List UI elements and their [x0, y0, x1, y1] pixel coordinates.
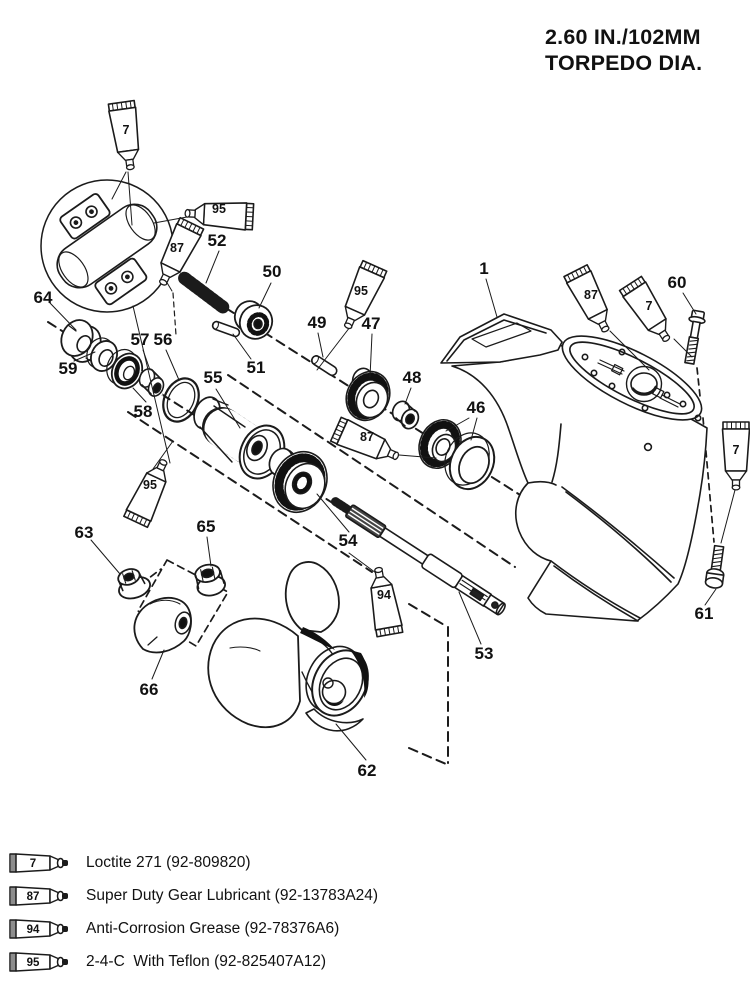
- nut-65: [194, 563, 226, 597]
- ball-bearing-58: [106, 348, 144, 390]
- tube-number-87: 87: [170, 241, 184, 255]
- part-label-51: 51: [247, 358, 266, 377]
- shift-spring-52: [178, 271, 232, 315]
- diagram-title-line1: 2.60 IN./102MM: [545, 25, 701, 49]
- legend-tube-number: 7: [30, 858, 36, 870]
- part-label-54: 54: [339, 531, 358, 550]
- part-label-55: 55: [204, 368, 223, 387]
- tube-number-95: 95: [212, 202, 226, 216]
- tube-number-87: 87: [360, 430, 374, 444]
- part-label-56: 56: [154, 330, 173, 349]
- part-label-57: 57: [131, 330, 150, 349]
- propeller: [207, 561, 369, 732]
- pin-49: [311, 354, 338, 377]
- bolt-60: [684, 309, 706, 365]
- grease-tube-95: 95: [123, 459, 168, 529]
- grease-tube-95: 95: [343, 259, 388, 330]
- part-label-50: 50: [263, 262, 282, 281]
- pinion-gear-47: [345, 367, 391, 422]
- tube-number-7: 7: [646, 299, 653, 313]
- part-label-47: 47: [362, 314, 381, 333]
- legend-item-text: Anti-Corrosion Grease (92-78376A6): [86, 919, 340, 937]
- diagram-title: 2.60 IN./102MM TORPEDO DIA.: [545, 24, 702, 76]
- tube-number-7: 7: [123, 123, 130, 137]
- grease-tube-94: 94: [370, 566, 404, 638]
- lubricant-legend: 7 Loctite 271 (92-809820) 87 Super Duty …: [8, 846, 548, 978]
- part-label-65: 65: [197, 517, 216, 536]
- grease-tube-icon: 95: [9, 951, 68, 972]
- bearing-sleeve-48: [391, 400, 420, 430]
- grease-tube-87: 87: [329, 416, 400, 461]
- legend-item: 95 2-4-C With Teflon (92-825407A12): [8, 945, 548, 978]
- gear-housing: [440, 313, 708, 622]
- tube-number-94: 94: [377, 588, 391, 602]
- pin-51: [211, 320, 241, 338]
- part-label-52: 52: [208, 231, 227, 250]
- tube-number-7: 7: [733, 443, 740, 457]
- grease-tube-icon: 7: [9, 852, 68, 873]
- part-label-59: 59: [59, 359, 78, 378]
- grease-tubes: 7 95 87 95 87 87 7 7 95 94: [107, 99, 750, 638]
- part-label-64: 64: [34, 288, 53, 307]
- grease-tube-icon: 94: [9, 918, 68, 939]
- bearing-race-46: [444, 432, 496, 491]
- part-label-48: 48: [403, 368, 422, 387]
- part-label-60: 60: [668, 273, 687, 292]
- inset-detail-circle: [40, 179, 174, 313]
- legend-item-text: Loctite 271 (92-809820): [86, 853, 251, 871]
- legend-tube-number: 87: [27, 891, 40, 903]
- part-label-63: 63: [75, 523, 94, 542]
- legend-item-text: 2-4-C With Teflon (92-825407A12): [86, 952, 327, 970]
- grease-tube-7: 7: [721, 421, 750, 491]
- grease-tube-87: 87: [563, 264, 610, 333]
- grease-tube-95: 95: [184, 202, 255, 231]
- legend-item: 7 Loctite 271 (92-809820): [8, 846, 548, 879]
- grease-tube-icon: 87: [9, 885, 68, 906]
- tapered-bearing-46: [418, 419, 462, 469]
- legend-item-text: Super Duty Gear Lubricant (92-13783A24): [86, 886, 379, 904]
- grease-tube-87: 87: [158, 216, 205, 286]
- prop-shaft-53: [331, 497, 506, 616]
- tube-number-95: 95: [354, 284, 368, 298]
- diagram-title-line2: TORPEDO DIA.: [545, 51, 703, 75]
- forward-gear-54: [268, 447, 328, 513]
- legend-tube-number: 95: [27, 957, 40, 969]
- grease-tube-7: 7: [107, 99, 140, 171]
- part-label-58: 58: [134, 402, 153, 421]
- tube-number-87: 87: [584, 288, 598, 302]
- grease-tube-7: 7: [618, 275, 671, 342]
- part-label-49: 49: [308, 313, 327, 332]
- locknut-63: [117, 568, 151, 600]
- part-label-1: 1: [479, 259, 488, 278]
- cam-follower-50: [233, 300, 274, 340]
- screw-61: [704, 544, 725, 589]
- sleeve-57: [138, 368, 165, 397]
- part-label-46: 46: [467, 398, 486, 417]
- legend-item: 94 Anti-Corrosion Grease (92-78376A6): [8, 912, 548, 945]
- thrust-cap-64: [60, 319, 102, 364]
- part-label-61: 61: [695, 604, 714, 623]
- housing-deck: [561, 335, 703, 422]
- prop-nut-cone-66: [133, 596, 192, 654]
- part-label-53: 53: [475, 644, 494, 663]
- part-label-66: 66: [140, 680, 159, 699]
- legend-item: 87 Super Duty Gear Lubricant (92-13783A2…: [8, 879, 548, 912]
- legend-tube-number: 94: [27, 924, 40, 936]
- part-label-62: 62: [358, 761, 377, 780]
- tube-number-95: 95: [143, 478, 157, 492]
